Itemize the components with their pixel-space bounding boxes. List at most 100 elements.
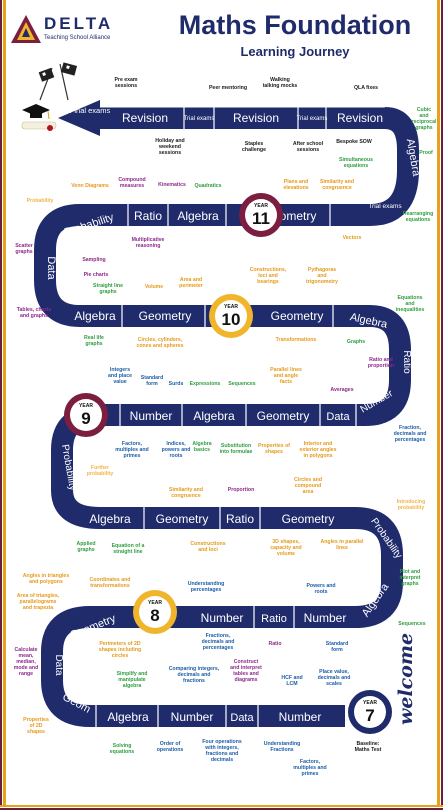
note-standard-form-2: Standard form — [325, 641, 349, 653]
note-straight-line: Straight line graphs — [93, 283, 123, 295]
road-geometry-2: Geometry — [139, 309, 192, 323]
note-graphs: Graphs — [346, 339, 366, 345]
note-compound: Compound measures — [118, 177, 146, 189]
note-staples: Staples challenge — [242, 141, 266, 153]
note-holiday: Holiday and weekend sessions — [155, 138, 185, 156]
note-vectors: Vectors — [342, 235, 362, 241]
year-10-prefix: YEAR — [224, 304, 238, 310]
note-quadratics: Quadratics — [194, 183, 222, 189]
note-properties-shapes: Properties of shapes — [258, 443, 290, 455]
road-data-2: Data — [326, 411, 350, 423]
note-surds: Surds — [168, 381, 184, 387]
note-sequences-2: Sequences — [398, 621, 426, 627]
road-number-6: Number — [279, 710, 322, 724]
page-title: Maths Foundation — [178, 10, 412, 40]
year-10-number: 10 — [222, 310, 241, 329]
road-trial-2: Trial exams — [297, 116, 328, 122]
road-final: Final exams — [70, 106, 111, 115]
note-expressions: Expressions — [189, 381, 221, 387]
note-fractions-dec-pct: Fractions, decimals and percentages — [201, 633, 235, 651]
note-pre-exam: Pre exam sessions — [114, 77, 138, 89]
graduation-cap-icon — [22, 104, 50, 120]
note-baseline: Baseline: Maths Test — [354, 741, 382, 753]
note-rearranging: Rearranging equations — [402, 211, 434, 223]
bottom-border — [0, 805, 443, 810]
year-11-badge: YEAR 11 — [239, 193, 283, 237]
note-calculate-mean: Calculate mean, median, mode and range — [13, 647, 39, 677]
note-pythagoras: Pythagoras and trigonometry — [306, 267, 338, 285]
note-simultaneous: Simultaneous equations — [338, 157, 374, 169]
note-plot-interpret: Plot and interpret graphs — [399, 569, 421, 587]
note-proportion: Proportion — [227, 487, 255, 493]
note-circles-cylinders: Circles, cylinders, cones and spheres — [136, 337, 184, 349]
note-parallel: Parallel lines and angle facts — [270, 367, 302, 385]
road-number-3: Number — [201, 611, 244, 625]
year-11-prefix: YEAR — [254, 203, 268, 209]
note-qla: QLA fixes — [353, 85, 379, 91]
road-ratio-4: Ratio — [261, 613, 287, 625]
note-equations-ineq: Equations and inequalities — [395, 295, 425, 313]
year-7-badge: YEAR 7 — [348, 690, 392, 734]
note-bespoke: Bespoke SOW — [336, 139, 372, 145]
note-circles-area: Circles and compound area — [294, 477, 322, 495]
note-scatter: Scatter graphs — [15, 243, 33, 255]
diploma-scroll-icon — [21, 121, 57, 131]
year-9-prefix: YEAR — [79, 403, 93, 409]
road-data-1: Data — [45, 256, 57, 280]
note-probability: Probability — [26, 198, 54, 204]
road-number-4: Number — [304, 611, 347, 625]
note-real-life: Real life graphs — [84, 335, 104, 347]
note-transformations: Transformations — [275, 337, 317, 343]
note-perimeters: Perimeters of 2D shapes including circle… — [98, 641, 142, 659]
road-number-5: Number — [171, 710, 214, 724]
note-peer: Peer mentoring — [208, 85, 248, 91]
note-further-prob: Further probability — [86, 465, 114, 477]
note-angles-triangles: Angles in triangles and polygons — [22, 573, 70, 585]
road-algebra-2: Algebra — [177, 209, 219, 223]
note-proof: Proof — [419, 150, 433, 156]
road-trial-1: Trial exams — [184, 116, 215, 122]
year-8-badge: YEAR 8 — [133, 590, 177, 634]
right-border — [437, 0, 443, 810]
page-subtitle: Learning Journey — [240, 44, 350, 59]
delta-triangle-icon — [11, 15, 41, 43]
road-trial-3: Trial exams — [368, 203, 402, 210]
year-7-number: 7 — [365, 706, 374, 725]
note-order-ops: Order of operations — [156, 741, 184, 753]
note-walking: Walking talking mocks — [262, 77, 298, 89]
note-sampling: Sampling — [82, 257, 106, 263]
note-properties-2d: Properties of 2D shapes — [23, 717, 49, 735]
note-understanding-pct: Understanding percentages — [187, 581, 225, 593]
note-area-triangles: Area of triangles, parallelograms and tr… — [16, 593, 60, 611]
note-intro-prob: Introducing probability — [396, 499, 426, 511]
note-similarity-1: Similarity and congruence — [319, 179, 355, 191]
road-ratio-3: Ratio — [226, 512, 254, 526]
road-data-3: Data — [53, 654, 64, 676]
note-hcf: HCF and LCM — [281, 675, 303, 687]
note-constructions-2: Constructions and loci — [190, 541, 226, 553]
note-3d: 3D shapes, capacity and volume — [270, 539, 302, 557]
note-multiplicative: Multiplicative reasoning — [131, 237, 165, 249]
year-7-prefix: YEAR — [363, 700, 377, 706]
note-sequences-1: Sequences — [228, 381, 256, 387]
note-kinematics: Kinematics — [158, 182, 186, 188]
note-equation-line: Equation of a straight line — [111, 543, 145, 555]
note-four-ops: Four operations with integers, fractions… — [202, 739, 242, 763]
note-area-perimeter: Area and perimeter — [179, 277, 203, 289]
segment-dividers — [95, 107, 357, 727]
road-revision-3: Revision — [337, 111, 383, 125]
logo-word: DELTA — [44, 14, 114, 33]
note-understanding-fractions: Understanding Fractions — [263, 741, 301, 753]
year-8-prefix: YEAR — [148, 600, 162, 606]
road-algebra-8: Algebra — [107, 710, 149, 724]
note-interior: Interior and exterior angles in polygons — [299, 441, 337, 459]
road-geometry-5: Geometry — [156, 512, 209, 526]
note-angles-parallel: Angles in parallel lines — [320, 539, 364, 551]
year-10-badge: YEAR 10 — [209, 294, 253, 338]
left-border — [0, 0, 6, 810]
road-data-4: Data — [230, 712, 254, 724]
road-ratio-1: Ratio — [134, 209, 162, 223]
note-after-school: After school sessions — [292, 141, 324, 153]
note-algebra-basics: Algebra basics — [192, 441, 212, 453]
